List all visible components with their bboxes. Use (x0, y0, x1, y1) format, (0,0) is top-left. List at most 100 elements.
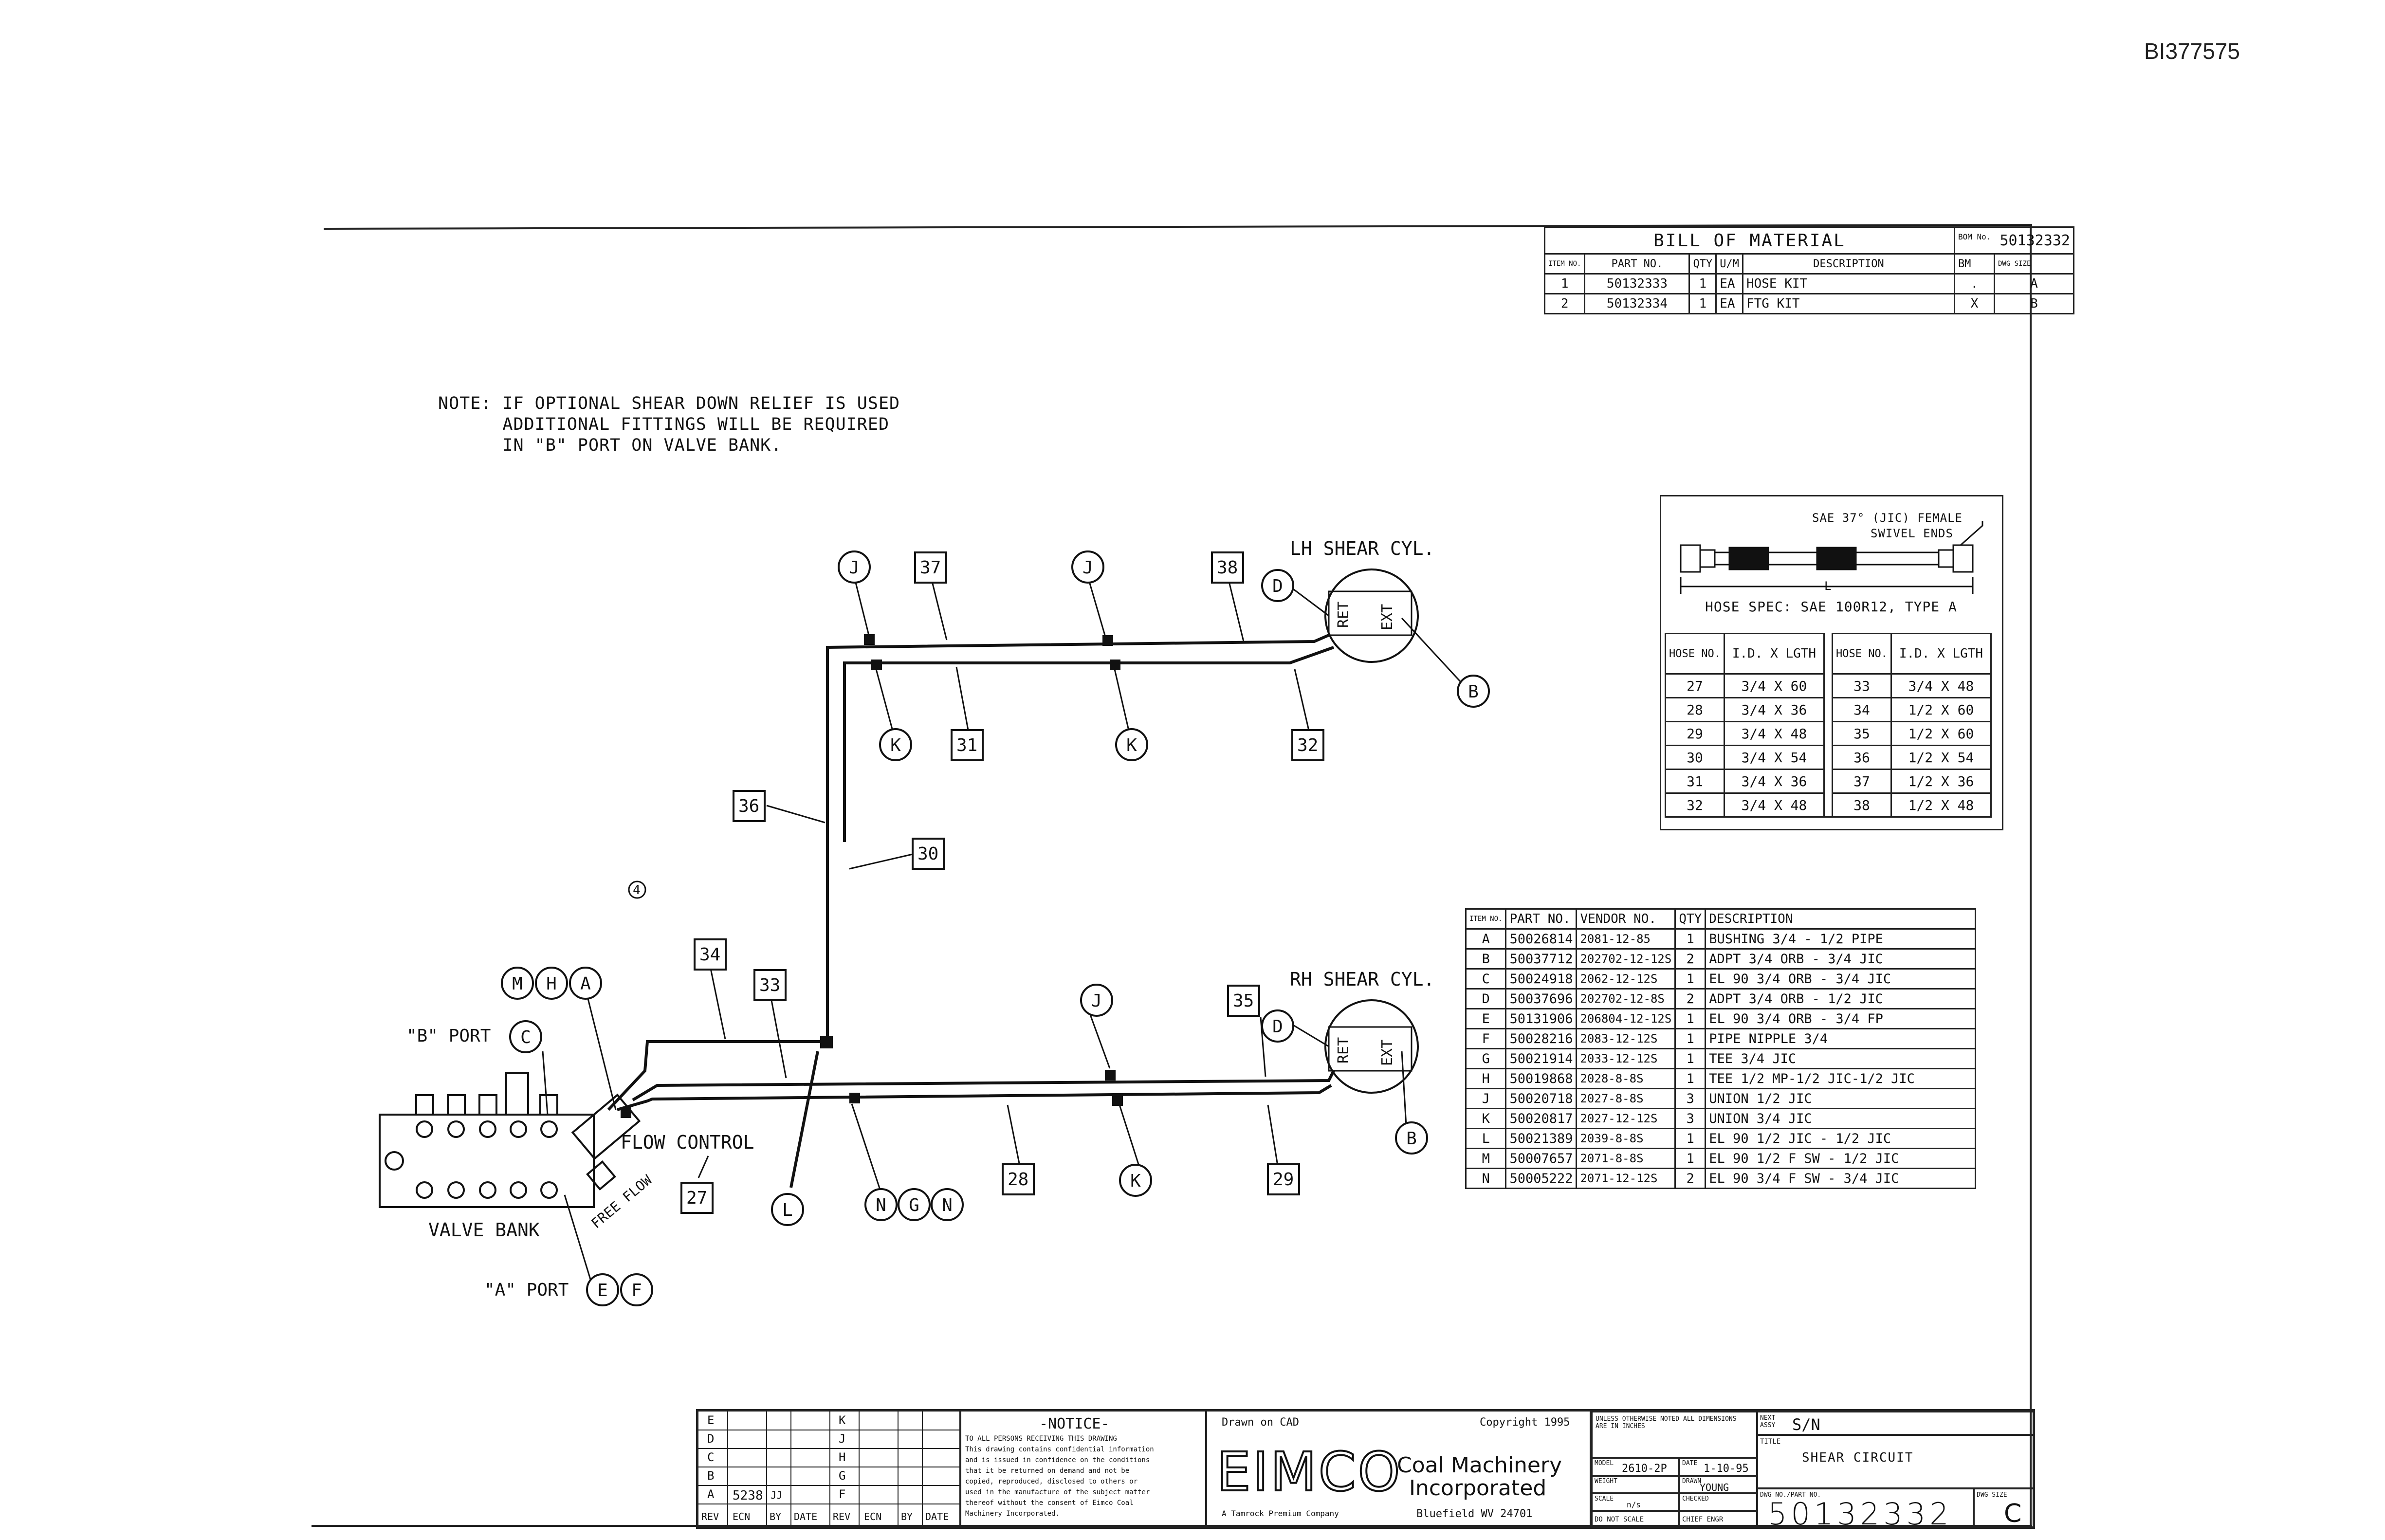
fittings-header: VENDOR NO. (1576, 908, 1676, 930)
drawn-by-value: YOUNG (1700, 1482, 1729, 1493)
hose-line-30-32 (843, 646, 1335, 842)
hose-line-L (789, 1051, 819, 1188)
chief-engr-cell: CHIEF ENGR (1679, 1511, 1757, 1528)
fittings-header: PART NO. (1505, 908, 1578, 930)
fitting-circle-n: N (876, 1195, 886, 1215)
fitting-circle-b: B (1468, 682, 1479, 702)
fitting-circle-k: K (890, 735, 901, 755)
notice-line: copied, reproduced, disclosed to others … (965, 1478, 1138, 1485)
revision-letter: F (839, 1487, 846, 1501)
rev-a-ecn: 5238 (733, 1488, 763, 1503)
lh-ret-label: RET (1335, 602, 1352, 628)
next-assy-cell: NEXT ASSY S/N (1757, 1412, 2035, 1435)
hose-tag-27: 27 (686, 1188, 707, 1208)
hose-tag-31: 31 (956, 735, 977, 755)
fitting-circle-labels: J J D B K K J D B K M H A C E F L N G N (512, 558, 1479, 1301)
fitting-circle-j: J (1082, 558, 1093, 578)
notice-line: used in the manufacture of the subject m… (965, 1488, 1150, 1496)
checked-cell: CHECKED (1679, 1493, 1757, 1511)
notice-line: TO ALL PERSONS RECEIVING THIS DRAWING (965, 1435, 1117, 1443)
date-cell: DATE 1-10-95 (1679, 1458, 1757, 1476)
fitting-mark (1110, 660, 1120, 670)
company-location: Bluefield WV 24701 (1416, 1508, 1533, 1520)
eimco-logo: EIMCO (1216, 1440, 1402, 1504)
fitting-mark (864, 634, 875, 645)
fitting-circle-d: D (1272, 576, 1283, 596)
notice-block: -NOTICE- TO ALL PERSONS RECEIVING THIS D… (960, 1411, 1206, 1527)
hose-table-header: HOSE NO. (1665, 633, 1725, 675)
rh-shear-cylinder: RET EXT (1324, 999, 1419, 1094)
notice-title: -NOTICE- (1039, 1415, 1110, 1432)
revision-letter: D (707, 1432, 715, 1446)
fitting-circle-j: J (849, 558, 860, 578)
valve-bank (379, 1072, 641, 1208)
hose-length-label: L (1824, 579, 1832, 593)
fittings-table: ITEM NO. PART NO. VENDOR NO. QTY DESCRIP… (1465, 908, 1977, 1189)
free-flow-label: FREE FLOW (588, 1172, 655, 1231)
a-port-label: "A" PORT (484, 1280, 569, 1300)
hose-tag-boxes (680, 551, 1324, 1214)
fitting-circle-n: N (942, 1195, 953, 1215)
dwg-no-cell: DWG NO./PART NO. 50132332 (1757, 1488, 1974, 1532)
revision-header: DATE (925, 1511, 949, 1522)
fitting-marks (621, 634, 1123, 1118)
bill-of-material-table: BILL OF MATERIAL BOM No. 50132332 ITEM N… (1543, 226, 2074, 314)
bom-header: ITEM NO. (1543, 253, 1586, 275)
hose-lines (607, 634, 1335, 1188)
shear-relief-note: NOTE: IF OPTIONAL SHEAR DOWN RELIEF IS U… (438, 394, 900, 455)
bom-header: PART NO. (1584, 253, 1690, 275)
hose-tag-28: 28 (1008, 1170, 1028, 1190)
bom-header: QTY (1688, 253, 1717, 275)
model-cell: MODEL 2610-2P (1592, 1458, 1679, 1476)
revision-letter: J (839, 1432, 846, 1446)
small-circle-mark-ring (628, 880, 646, 899)
drawn-on-cad: Drawn on CAD (1222, 1416, 1299, 1429)
fitting-circle-b: B (1406, 1129, 1417, 1149)
lh-shear-cylinder: RET EXT (1324, 568, 1419, 663)
copyright: Copyright 1995 (1480, 1416, 1570, 1429)
notice-line: Machinery Incorporated. (965, 1510, 1060, 1518)
drawing-title: SHEAR CIRCUIT (1802, 1450, 1914, 1465)
revision-header: REV (833, 1511, 851, 1522)
revision-letter: A (707, 1487, 715, 1501)
revision-letter: E (707, 1413, 715, 1427)
hose-table-header: I.D. X LGTH (1890, 633, 1992, 675)
bom-number-cell: BOM No. 50132332 (1953, 226, 2074, 255)
revision-header: ECN (864, 1511, 882, 1522)
hose-table-gap (1823, 633, 1833, 674)
rh-ret-label: RET (1335, 1037, 1352, 1063)
bom-title: BILL OF MATERIAL (1544, 226, 1955, 255)
hose-end-label-1: SAE 37° (JIC) FEMALE (1812, 511, 1963, 525)
bom-header: DESCRIPTION (1742, 253, 1955, 275)
fittings-header: QTY (1674, 908, 1706, 930)
next-assy-value: S/N (1792, 1415, 1820, 1434)
fitting-mark (820, 1036, 833, 1048)
notice-line: that it be returned on demand and not be (965, 1467, 1130, 1475)
hose-tag-34: 34 (699, 945, 720, 965)
weight-cell: WEIGHT (1592, 1476, 1679, 1493)
fitting-circle-h: H (546, 974, 557, 994)
hose-tag-33: 33 (759, 975, 780, 995)
fitting-mark (1112, 1095, 1123, 1106)
revision-header: BY (901, 1511, 913, 1522)
hose-line-34 (607, 830, 829, 1111)
hose-tags: 37 38 31 32 36 30 34 33 35 27 28 29 (686, 558, 1318, 1208)
hose-line-33-35 (632, 1070, 1335, 1101)
hose-tag-29: 29 (1273, 1170, 1294, 1190)
drawing-size: C (2004, 1499, 2022, 1528)
fitting-circle-a: A (580, 974, 591, 994)
hose-tag-37: 37 (920, 558, 941, 578)
company-tagline: A Tamrock Premium Company (1222, 1509, 1339, 1518)
hose-table-header: I.D. X LGTH (1723, 633, 1825, 675)
